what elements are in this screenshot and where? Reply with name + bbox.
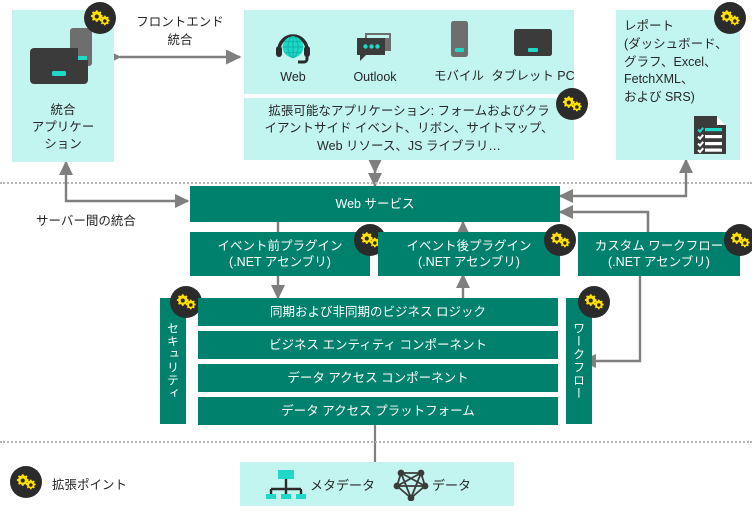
legend-extension-point-badge [10,466,42,498]
custom-workflow-line2: (.NET アセンブリ) [608,255,710,269]
platform-layer-0-label: 同期および非同期のビジネス ロジック [270,304,486,319]
frontend-integration-label: フロントエンド 統合 [124,14,236,49]
workflow-label: ワークフロー [571,322,586,400]
pre-event-plugin-line2: (.NET アセンブリ) [229,255,331,269]
data-network-icon [393,469,429,501]
globe-headset-icon [276,34,310,64]
security-sidebar: セキュリティ [160,298,186,424]
custom-workflow-box: カスタム ワークフロー (.NET アセンブリ) [578,232,740,276]
metadata-tree-icon [266,470,306,499]
divider-top [0,182,752,184]
web-services-label: Web サービス [335,196,415,211]
custom-workflow-line1: カスタム ワークフロー [594,238,724,253]
divider-bottom [0,441,752,443]
platform-layer-2-label: データ アクセス コンポーネント [287,370,469,385]
mobile-phone-icon [451,21,468,57]
integration-app-line1: 統合 [50,103,76,117]
extensible-apps-panel: 拡張可能なアプリケーション: フォームおよびクラ イアントサイド イベント、リボ… [244,98,574,160]
client-label-tablet: タブレット PC [491,69,575,83]
tablet-pc-icon [514,29,552,56]
client-outlook: Outlook [332,20,418,84]
storage-panel: メタデータ データ [240,462,514,506]
report-document-icon [694,116,726,154]
extension-point-badge-custom-workflow [724,224,752,256]
extensible-apps-line3: Web リソース、JS ライブラリ… [317,138,501,153]
platform-layer-3: データ アクセス プラットフォーム [198,397,558,425]
integration-application-label: 統合 アプリケー ション [12,102,114,153]
chat-bubble-icon [357,33,391,61]
platform-layer-3-label: データ アクセス プラットフォーム [281,403,475,418]
extensible-apps-text: 拡張可能なアプリケーション: フォームおよびクラ イアントサイド イベント、リボ… [258,103,559,156]
integration-app-line3: ション [44,136,82,151]
post-event-plugin-line2: (.NET アセンブリ) [418,255,520,269]
data-label: データ [432,478,472,493]
platform-layer-1-label: ビジネス エンティティ コンポーネント [269,337,487,352]
clients-panel: Web Outlook モバイル [244,10,575,94]
post-event-plugin-box: イベント後プラグイン (.NET アセンブリ) [378,232,560,276]
reports-line2: (ダッシュボード、 [624,36,728,51]
client-mobile: モバイル [420,20,498,84]
extension-point-badge-reports [714,2,746,34]
reports-line3: グラフ、Excel、 [624,54,717,69]
post-event-plugin-line1: イベント後プラグイン [406,238,532,253]
workflow-sidebar: ワークフロー [566,298,592,424]
platform-layer-2: データ アクセス コンポーネント [198,364,558,392]
reports-line4: FetchXML、 [624,72,694,87]
extension-point-badge-security [170,286,202,318]
laptop-phone-icon [30,28,92,84]
pre-event-plugin-box: イベント前プラグイン (.NET アセンブリ) [190,232,370,276]
platform-layer-1: ビジネス エンティティ コンポーネント [198,331,558,359]
client-web: Web [254,20,332,84]
client-label-mobile: モバイル [433,69,484,83]
integration-application-panel: 統合 アプリケー ション [12,10,114,162]
reports-label: レポート (ダッシュボード、 グラフ、Excel、 FetchXML、 および … [624,18,740,107]
extension-point-badge-post-plugin [544,224,576,256]
integration-app-line2: アプリケー [31,119,95,134]
client-tablet: タブレット PC [491,20,575,84]
frontend-integration-line1: フロントエンド [136,15,224,29]
security-label: セキュリティ [165,322,180,400]
extensible-apps-line2: イアントサイド イベント、リボン、サイトマップ、 [264,121,554,136]
legend-label: 拡張ポイント [52,478,128,492]
extension-point-badge-workflow [578,286,610,318]
platform-layer-0: 同期および非同期のビジネス ロジック [198,298,558,326]
pre-event-plugin-line1: イベント前プラグイン [217,238,343,253]
server-integration-label: サーバー間の統合 [36,214,136,228]
client-label-outlook: Outlook [353,70,397,84]
extension-point-badge-integration-app [84,2,116,34]
client-label-web: Web [280,70,306,84]
extensible-apps-line1: 拡張可能なアプリケーション: フォームおよびクラ [268,103,550,118]
extension-point-badge-extensible-apps [556,88,588,120]
reports-line5: および SRS) [624,90,695,104]
reports-panel: レポート (ダッシュボード、 グラフ、Excel、 FetchXML、 および … [616,10,740,160]
reports-line1: レポート [624,19,675,33]
web-services-band: Web サービス [190,186,560,222]
metadata-label: メタデータ [310,478,376,493]
frontend-integration-line2: 統合 [167,32,193,47]
